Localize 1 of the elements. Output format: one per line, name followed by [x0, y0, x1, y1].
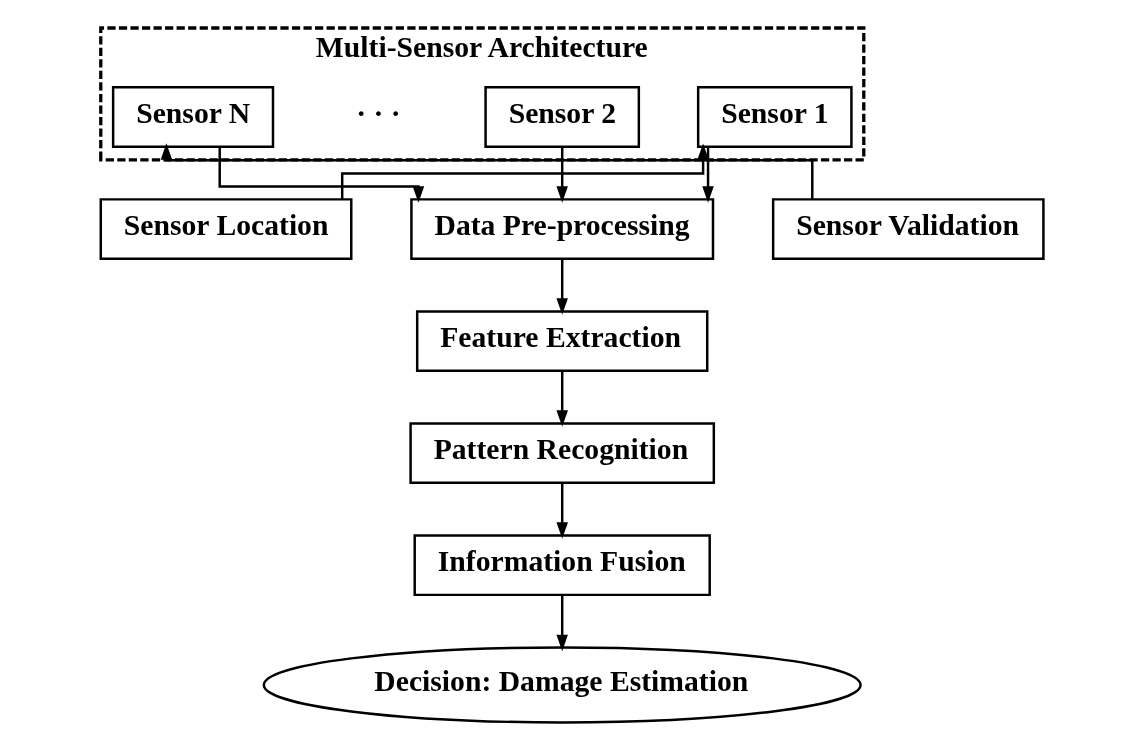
- label: · · ·: [356, 96, 401, 129]
